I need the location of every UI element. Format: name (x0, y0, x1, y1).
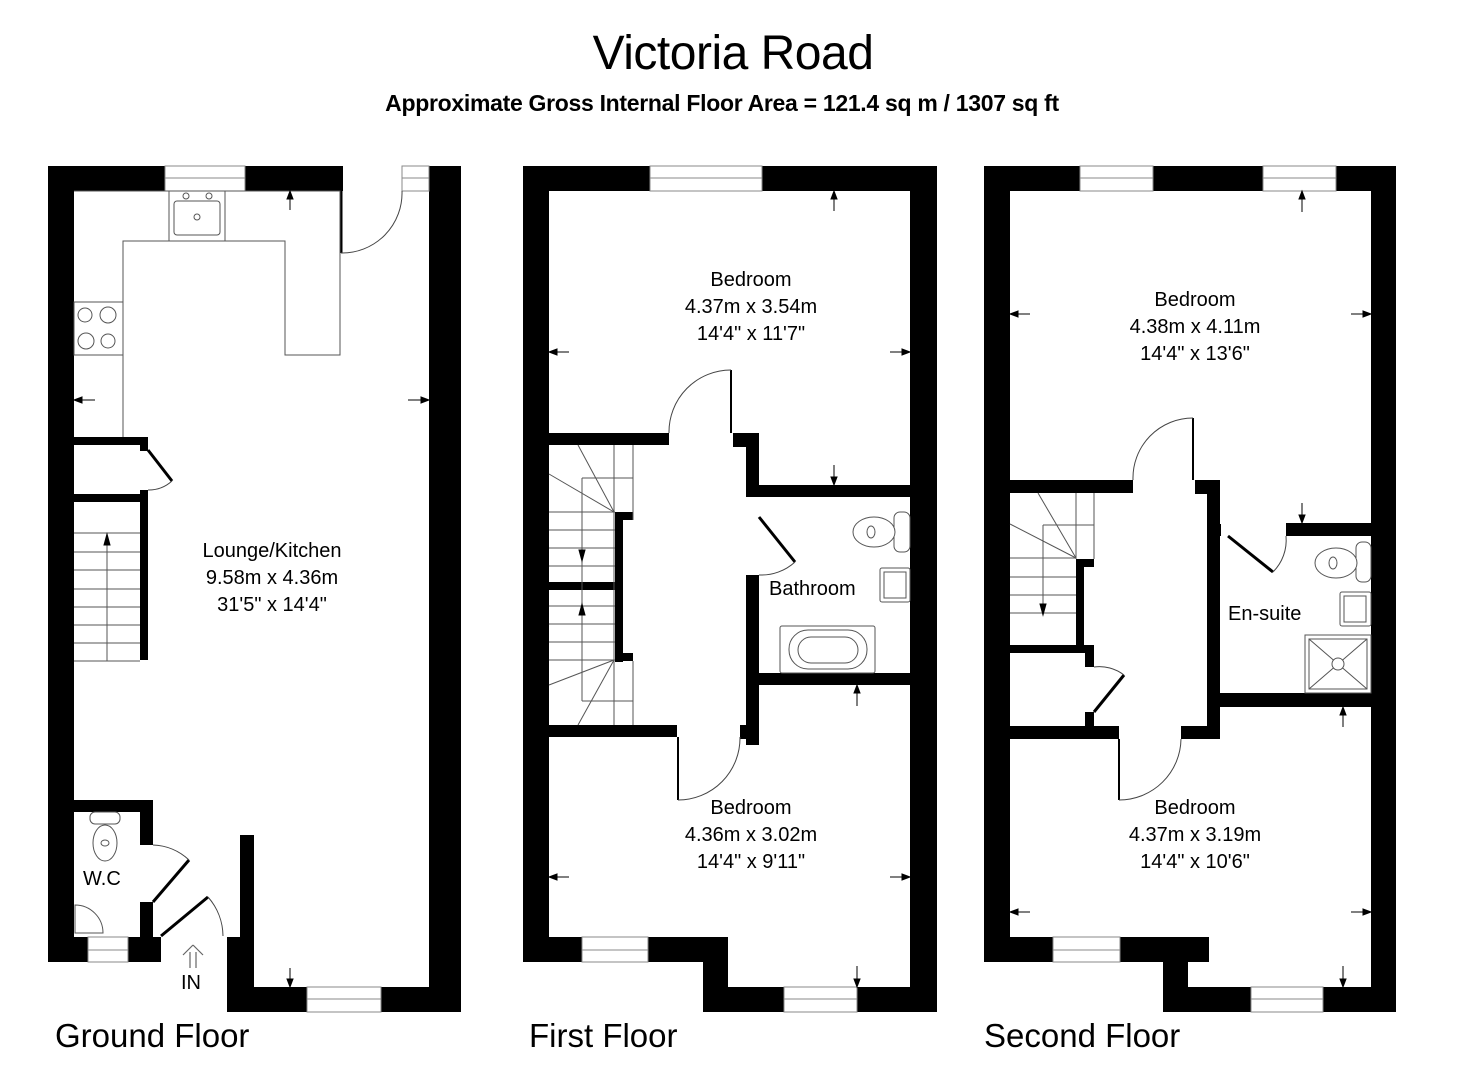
room-label-bathroom: Bathroom (769, 578, 856, 600)
room-dimensions-imperial: 14'4" x 11'7" (696, 323, 806, 345)
room-label-lounge-kitchen: Lounge/Kitchen 9.58m x 4.36m 31'5" x 14'… (202, 538, 341, 619)
room-name: Bedroom (1154, 797, 1236, 819)
room-label-bedroom-3: Bedroom 4.38m x 4.11m 14'4" x 13'6" (1130, 287, 1261, 368)
ground-floor-plan (48, 165, 461, 1013)
room-dimensions-imperial: 14'4" x 13'6" (1140, 343, 1250, 365)
entrance-label: IN (181, 972, 201, 994)
floor-label-ground: Ground Floor (55, 1017, 250, 1054)
room-name: Bedroom (710, 269, 792, 291)
room-name: Bedroom (710, 797, 792, 819)
room-dimensions-metric: 9.58m x 4.36m (205, 567, 339, 589)
room-dimensions-metric: 4.37m x 3.54m (684, 296, 818, 318)
floor-label-second: Second Floor (984, 1017, 1181, 1054)
room-dimensions-metric: 4.37m x 3.19m (1128, 824, 1262, 846)
second-floor-plan (984, 165, 1396, 1013)
room-dimensions-metric: 4.38m x 4.11m (1129, 316, 1261, 338)
room-name: Lounge/Kitchen (202, 540, 342, 562)
floor-label-first: First Floor (529, 1017, 678, 1054)
room-label-bedroom-2: Bedroom 4.36m x 3.02m 14'4" x 9'11" (685, 795, 817, 876)
room-dimensions-imperial: 14'4" x 9'11" (696, 851, 806, 873)
room-dimensions-metric: 4.36m x 3.02m (684, 824, 818, 846)
room-label-en-suite: En-suite (1228, 603, 1302, 625)
room-dimensions-imperial: 14'4" x 10'6" (1140, 851, 1250, 873)
plan-title: Victoria Road (592, 27, 874, 80)
first-floor-plan (523, 165, 937, 1013)
room-name: Bedroom (1154, 289, 1236, 311)
room-label-wc: W.C (83, 868, 121, 890)
floor-area-summary: Approximate Gross Internal Floor Area = … (385, 90, 1059, 116)
room-label-bedroom-4: Bedroom 4.37m x 3.19m 14'4" x 10'6" (1129, 795, 1261, 876)
room-dimensions-imperial: 31'5" x 14'4" (217, 594, 327, 616)
room-label-bedroom-1: Bedroom 4.37m x 3.54m 14'4" x 11'7" (685, 267, 817, 348)
